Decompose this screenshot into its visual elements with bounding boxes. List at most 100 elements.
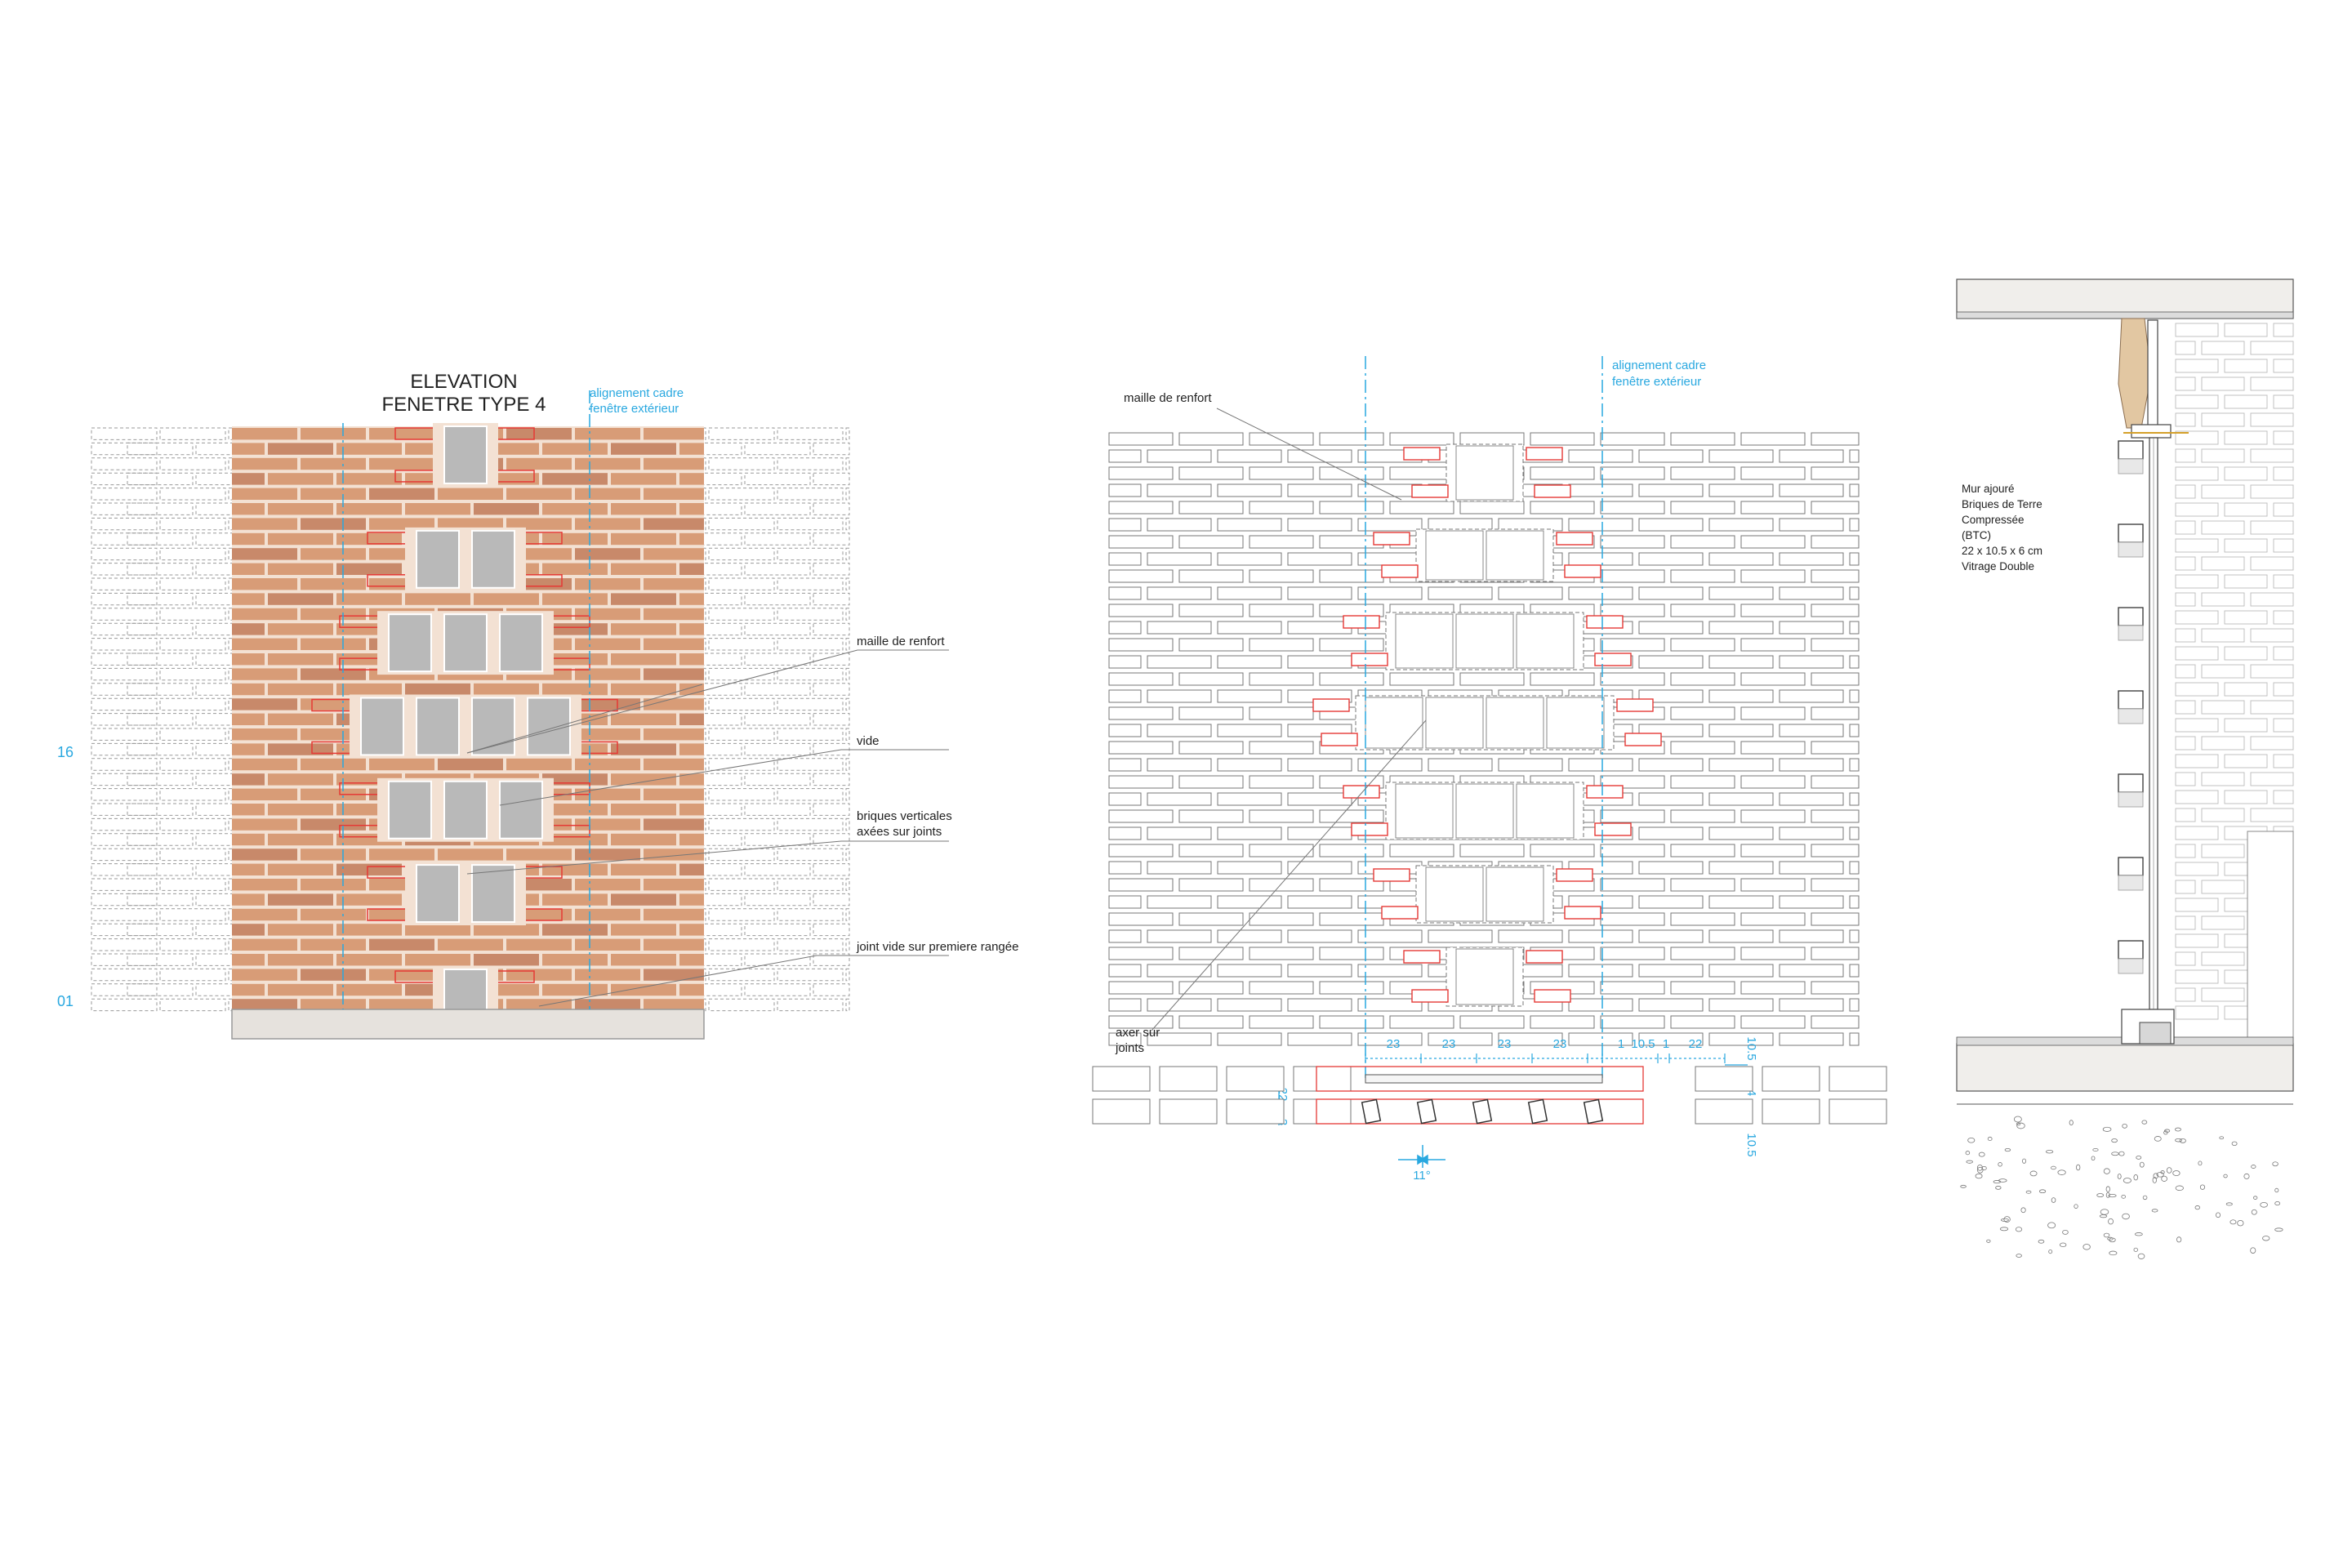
brick [1108, 964, 1142, 978]
brick [575, 879, 640, 891]
background-brick [2175, 556, 2196, 571]
brick [1530, 432, 1595, 446]
background-brick [2175, 718, 2219, 733]
opening-cell [1486, 866, 1544, 922]
ghost-brick [127, 532, 194, 546]
brick [1638, 449, 1704, 463]
brick [542, 503, 608, 515]
brick [1811, 638, 1860, 652]
ghost-brick [744, 833, 811, 846]
gravel-stone [1967, 1137, 1976, 1143]
brick [1178, 981, 1244, 995]
ghost-brick [675, 472, 742, 486]
background-brick [2175, 826, 2219, 840]
brick [1178, 432, 1244, 446]
ghost-brick [777, 938, 844, 951]
ghost-brick [159, 998, 226, 1012]
ghost-brick [91, 773, 158, 786]
brick [336, 443, 402, 455]
brick [369, 999, 434, 1011]
ghost-brick [159, 848, 226, 862]
background-brick [2175, 969, 2219, 984]
ghost-brick [91, 878, 158, 891]
background-brick [2250, 520, 2294, 535]
brick [575, 548, 640, 560]
ghost-brick [708, 998, 775, 1012]
brick [1147, 689, 1212, 703]
brick [1287, 621, 1352, 635]
gravel-stone [2109, 1250, 2118, 1256]
ghost-brick [159, 638, 226, 651]
ghost-brick [159, 878, 226, 891]
brick [542, 863, 608, 875]
brick [1217, 586, 1282, 600]
brick [1670, 775, 1735, 789]
background-brick [2201, 484, 2245, 499]
brick [644, 488, 704, 500]
section-brick-pier [2118, 440, 2144, 974]
brick [232, 938, 297, 951]
gravel-stone [2225, 1202, 2233, 1206]
brick [1740, 912, 1806, 926]
brick [1811, 672, 1860, 686]
ghost-brick [813, 532, 850, 546]
background-brick [2273, 718, 2294, 733]
brick [1108, 501, 1174, 514]
background-brick [2175, 610, 2219, 625]
brick [611, 773, 676, 786]
gravel-stone [2272, 1161, 2278, 1167]
plan-brick [1762, 1098, 1820, 1125]
brick [1249, 912, 1314, 926]
ghost-brick [845, 878, 850, 891]
brick [1568, 929, 1633, 943]
ghost-brick [675, 713, 742, 726]
brick [542, 473, 608, 485]
reinforcement-brick [1556, 868, 1593, 882]
brick [1779, 724, 1844, 737]
ghost-brick [91, 863, 158, 876]
brick [1530, 501, 1595, 514]
background-brick [2224, 718, 2268, 733]
background-brick [2273, 430, 2294, 445]
elevation-subtitle: FENETRE TYPE 4 [382, 394, 546, 416]
ghost-brick [708, 968, 775, 982]
brick [1217, 689, 1282, 703]
dim-1: 23 [1387, 1037, 1401, 1051]
brick [232, 443, 265, 455]
ghost-brick [777, 728, 844, 741]
brick [1530, 1015, 1595, 1029]
ghost-brick [127, 803, 194, 816]
section-top-slab-finish [1956, 311, 2294, 319]
brick [232, 743, 265, 755]
reinforcement-brick [1381, 564, 1419, 578]
ghost-brick [744, 442, 811, 456]
background-pier [2247, 831, 2294, 1045]
brick [1600, 501, 1665, 514]
background-brick [2175, 394, 2219, 409]
ghost-brick [159, 758, 226, 771]
brick [611, 713, 676, 725]
gravel-stone [2016, 1122, 2025, 1129]
plan-brick [1159, 1066, 1218, 1092]
gravel-stone [2105, 1186, 2110, 1192]
brick [268, 653, 333, 666]
brick [268, 924, 333, 936]
background-brick [2175, 538, 2219, 553]
label-maille-de-renfort: maille de renfort [857, 635, 945, 648]
brick [1568, 998, 1633, 1012]
ghost-brick [127, 833, 194, 846]
brick [1178, 1015, 1244, 1029]
brick [1670, 432, 1735, 446]
window-void [416, 864, 460, 924]
detail-drawing: alignement cadre fenêtre extérieur maill… [1092, 356, 1887, 1183]
brick [506, 999, 572, 1011]
ghost-brick [744, 532, 811, 546]
brick [1530, 844, 1595, 858]
ghost-brick [159, 457, 226, 470]
opening-cell [1455, 613, 1514, 669]
background-brick [2175, 412, 2196, 427]
background-brick [2201, 412, 2245, 427]
reinforcement-brick [1564, 564, 1601, 578]
brick [1389, 432, 1454, 446]
background-brick [2175, 484, 2196, 499]
